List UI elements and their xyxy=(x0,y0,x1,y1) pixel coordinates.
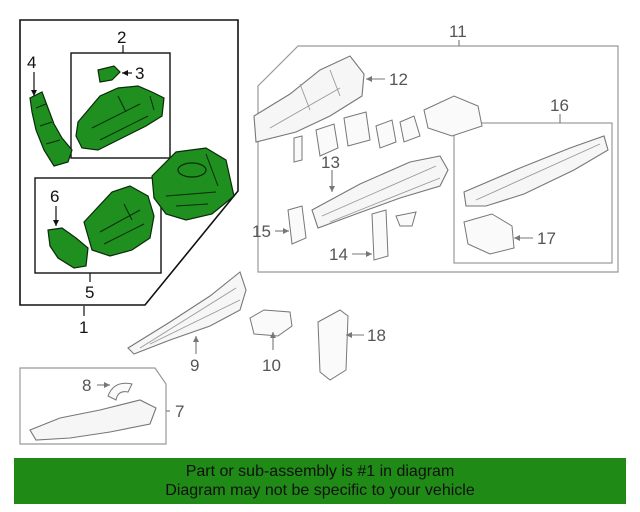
callout-9[interactable]: 9 xyxy=(190,356,199,375)
callout-4[interactable]: 4 xyxy=(27,53,36,72)
part-5-detail xyxy=(99,203,145,245)
group-7-frame xyxy=(19,367,167,445)
callout-14[interactable]: 14 xyxy=(329,245,348,264)
part-3-shape[interactable] xyxy=(97,65,121,83)
callout-10[interactable]: 10 xyxy=(262,356,281,375)
callout-13[interactable]: 13 xyxy=(321,153,340,172)
clip-shape[interactable] xyxy=(395,211,417,227)
callout-16[interactable]: 16 xyxy=(550,96,569,115)
callout-2[interactable]: 2 xyxy=(117,28,126,47)
group-11-frame xyxy=(257,45,619,273)
arrowheads-dark xyxy=(31,70,128,226)
part-12-shape[interactable] xyxy=(253,55,365,143)
part-8-shape[interactable] xyxy=(107,382,133,401)
callout-6[interactable]: 6 xyxy=(50,187,59,206)
part-6-shape[interactable] xyxy=(47,227,89,269)
banner-background xyxy=(14,458,626,504)
callout-1[interactable]: 1 xyxy=(79,318,88,337)
bracket-c[interactable] xyxy=(343,111,371,147)
part-4-shape[interactable] xyxy=(29,91,73,167)
strut-tower-detail xyxy=(165,153,219,207)
part-14-shape[interactable] xyxy=(371,209,389,261)
subassembly-2-frame xyxy=(70,52,171,159)
callout-8[interactable]: 8 xyxy=(82,376,91,395)
banner-line-2: Diagram may not be specific to your vehi… xyxy=(165,482,475,499)
callout-18[interactable]: 18 xyxy=(367,326,386,345)
bracket-a[interactable] xyxy=(293,135,303,163)
callout-3[interactable]: 3 xyxy=(135,64,144,83)
leader-lines-dark xyxy=(33,45,132,316)
group-16-frame xyxy=(453,122,613,264)
subassembly-5-frame xyxy=(34,177,162,274)
callout-5[interactable]: 5 xyxy=(85,283,94,302)
part-2-shape[interactable] xyxy=(75,85,165,151)
strut-tower-hole xyxy=(177,162,207,178)
part-10-shape[interactable] xyxy=(249,309,293,337)
assembly-1-frame xyxy=(19,19,239,306)
callout-12[interactable]: 12 xyxy=(389,70,408,89)
part-16-detail xyxy=(475,143,601,201)
part-12-detail xyxy=(269,69,341,129)
part-13-shape[interactable] xyxy=(311,155,449,229)
bracket-f[interactable] xyxy=(423,95,483,137)
bracket-e[interactable] xyxy=(399,115,421,143)
part-18-shape[interactable] xyxy=(317,309,349,381)
callout-7[interactable]: 7 xyxy=(175,402,184,421)
callout-15[interactable]: 15 xyxy=(252,222,271,241)
callout-17[interactable]: 17 xyxy=(537,229,556,248)
strut-tower-shape[interactable] xyxy=(151,147,235,221)
bracket-d[interactable] xyxy=(375,119,397,149)
arrowheads-light xyxy=(104,76,520,388)
bracket-b[interactable] xyxy=(315,123,339,157)
part-7-shape[interactable] xyxy=(29,399,157,441)
part-4-detail xyxy=(35,103,61,145)
part-9-detail xyxy=(139,287,241,349)
part-2-detail xyxy=(91,95,155,141)
part-13-detail xyxy=(321,165,441,223)
part-9-shape[interactable] xyxy=(127,271,247,355)
part-17-shape[interactable] xyxy=(463,213,515,255)
info-banner: Part or sub-assembly is #1 in diagram Di… xyxy=(14,458,626,504)
banner-line-1: Part or sub-assembly is #1 in diagram xyxy=(185,463,455,480)
part-15-shape[interactable] xyxy=(287,205,307,245)
part-16-shape[interactable] xyxy=(463,135,609,207)
callout-11[interactable]: 11 xyxy=(449,22,467,41)
